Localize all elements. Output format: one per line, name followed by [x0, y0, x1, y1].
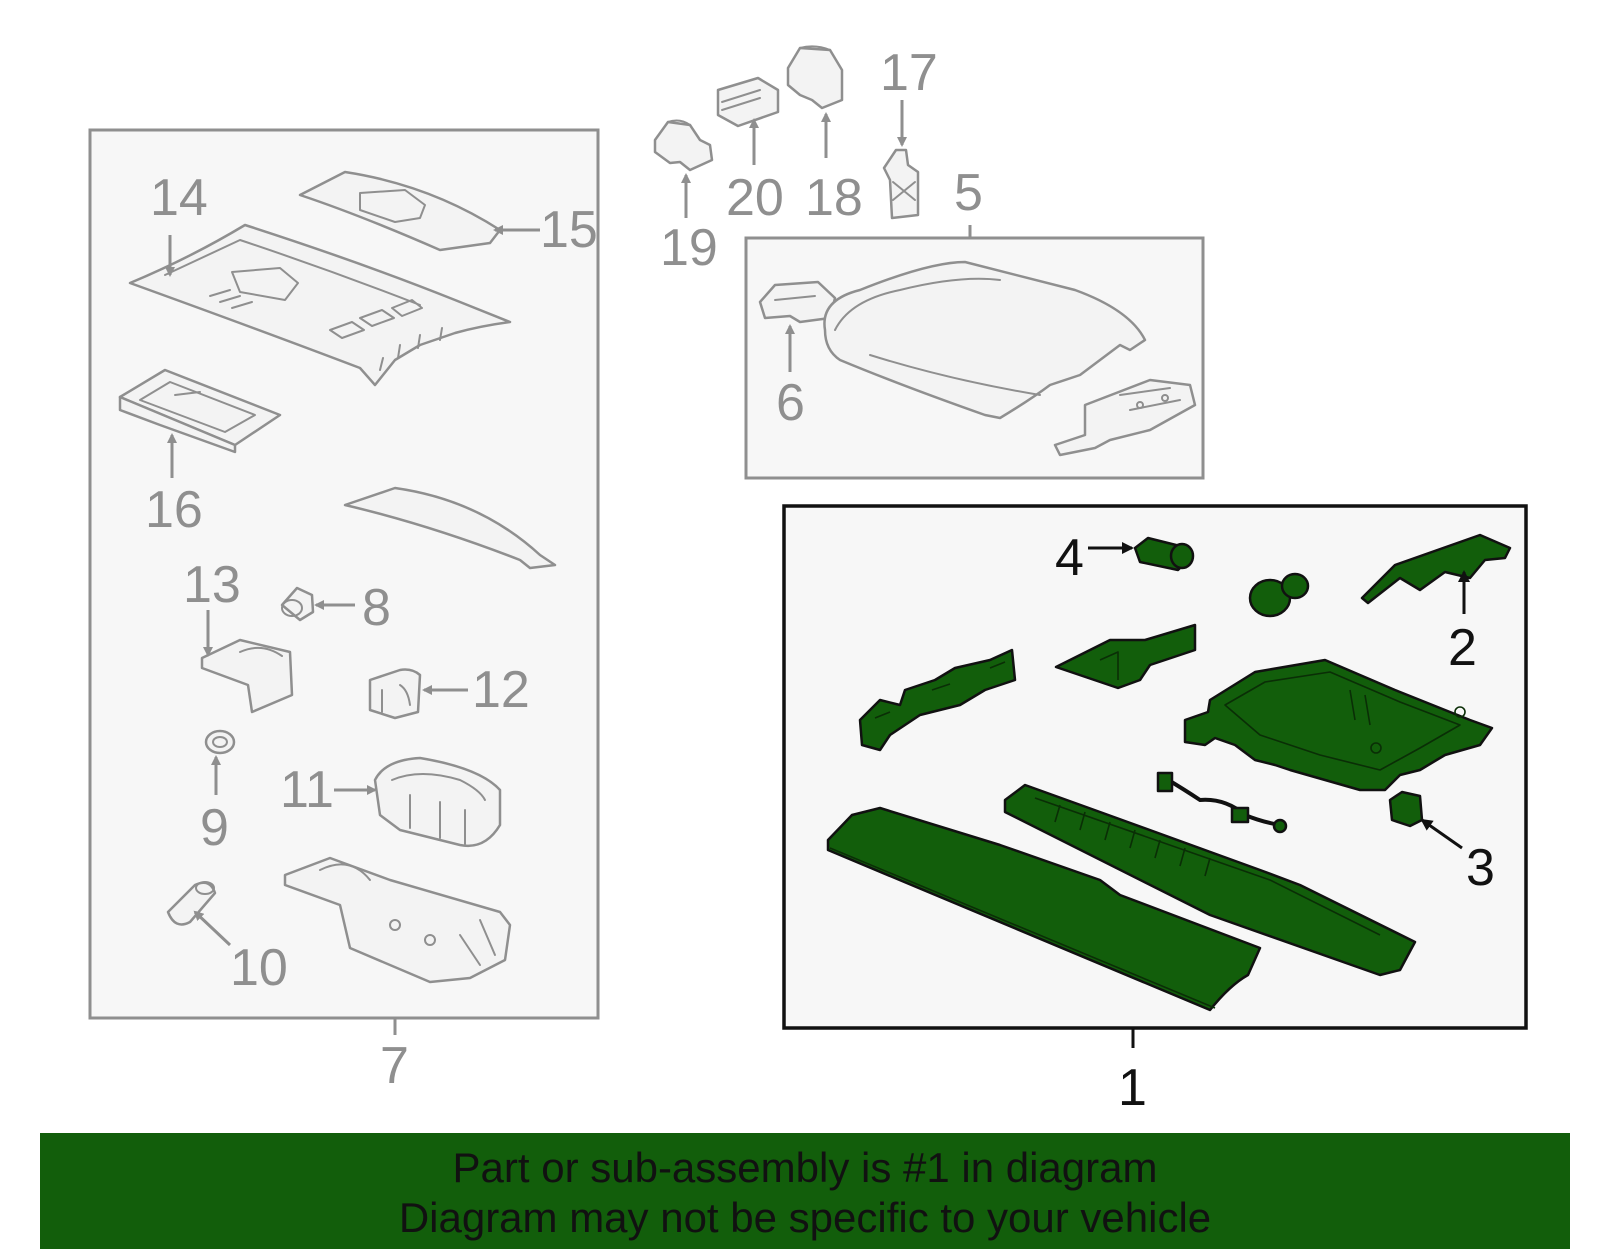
callout-8: 8 — [362, 579, 391, 637]
footer-banner: Part or sub-assembly is #1 in diagram Di… — [40, 1133, 1570, 1249]
part-14-console-top — [128, 223, 512, 387]
part-16-tray — [118, 368, 282, 454]
callout-20: 20 — [726, 169, 784, 227]
part-long-trim-strip — [343, 486, 557, 570]
part-console-bin-main — [1183, 658, 1494, 792]
callout-2: 2 — [1448, 619, 1477, 677]
part-10-socket — [166, 881, 217, 926]
callout-18: 18 — [805, 169, 863, 227]
footer-line-1: Part or sub-assembly is #1 in diagram — [452, 1144, 1158, 1191]
callout-6: 6 — [776, 374, 805, 432]
callout-4: 4 — [1055, 529, 1084, 587]
callout-13: 13 — [183, 556, 241, 614]
part-grommet — [1248, 572, 1310, 618]
part-19-switch — [653, 119, 714, 172]
callout-1: 1 — [1118, 1059, 1147, 1117]
parts-diagram: 14 15 16 13 8 12 11 9 10 7 17 20 18 19 5 — [88, 44, 1528, 1117]
part-hinge — [1053, 378, 1197, 457]
callout-19: 19 — [660, 219, 718, 277]
footer-line-2: Diagram may not be specific to your vehi… — [398, 1194, 1212, 1241]
callout-14: 14 — [150, 169, 208, 227]
callout-17: 17 — [880, 44, 938, 102]
part-side-bracket — [858, 648, 1017, 752]
callout-3: 3 — [1466, 839, 1495, 897]
callout-16: 16 — [145, 481, 203, 539]
part-block — [1054, 623, 1197, 690]
callout-5: 5 — [954, 164, 983, 222]
part-5-armrest-lid — [823, 260, 1147, 420]
part-15-top-trim — [298, 170, 502, 252]
callout-15: 15 — [540, 201, 598, 259]
callout-10: 10 — [230, 939, 288, 997]
part-11-cup-holder — [373, 756, 502, 848]
callout-9: 9 — [200, 799, 229, 857]
part-wire-harness — [1156, 771, 1288, 834]
part-8-fastener — [280, 586, 315, 622]
part-2-trim — [1360, 533, 1512, 605]
part-20-connector — [716, 76, 780, 128]
part-front-panel — [826, 806, 1262, 1012]
part-17-bulb — [882, 148, 920, 220]
callout-7: 7 — [380, 1037, 409, 1095]
callout-11: 11 — [280, 761, 334, 819]
part-console-bin — [283, 856, 512, 984]
part-9-grommet — [204, 729, 236, 755]
part-6-latch — [758, 280, 837, 324]
part-12-clip — [368, 668, 422, 720]
callout-12: 12 — [472, 661, 530, 719]
part-grille-strip — [1003, 783, 1417, 977]
part-13-bracket — [200, 638, 294, 714]
part-3-clip — [1388, 790, 1424, 828]
part-18-switch — [786, 45, 844, 110]
part-4-plug — [1133, 536, 1195, 572]
